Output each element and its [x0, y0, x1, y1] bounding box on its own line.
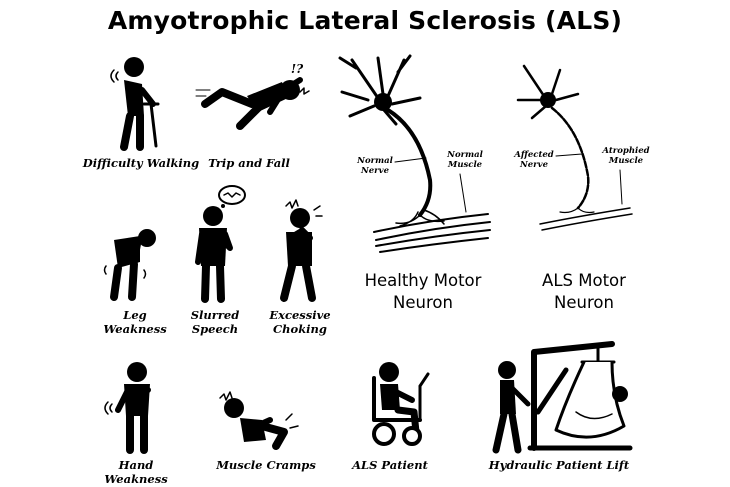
page-title: Amyotrophic Lateral Sclerosis (ALS) — [107, 6, 623, 35]
difficulty-walking-figure — [110, 57, 160, 151]
label-hand-weakness: Hand Weakness — [104, 458, 168, 486]
heading-healthy-line2: Neuron — [393, 293, 453, 312]
trip-and-fall-figure — [195, 77, 310, 130]
heading-healthy-line1: Healthy Motor — [364, 271, 482, 290]
label-excessive-choking: Excessive Choking — [262, 308, 338, 336]
als-motor-neuron-diagram — [516, 64, 633, 231]
label-normal-nerve-line2: Nerve — [360, 166, 389, 176]
label-atrophied-muscle-line1: Atrophied — [602, 146, 650, 156]
muscle-cramps-figure — [219, 391, 299, 450]
als-patient-wheelchair-figure — [372, 362, 430, 446]
label-leg-weakness: Leg Weakness — [100, 308, 170, 336]
label-slurred-speech-line1: Slurred — [190, 308, 240, 322]
label-normal-muscle-line1: Normal — [447, 150, 483, 160]
slurred-speech-figure — [195, 185, 246, 303]
heading-als-line1: ALS Motor — [542, 271, 626, 290]
label-excessive-choking-line1: Excessive — [269, 308, 331, 322]
label-affected-nerve: Affected Nerve — [510, 150, 558, 170]
label-atrophied-muscle-line2: Muscle — [608, 156, 644, 166]
label-hydraulic-patient-lift: Hydraulic Patient Lift — [488, 458, 630, 472]
hydraulic-lift-figure — [492, 341, 633, 454]
heading-healthy-motor-neuron: Healthy Motor Neuron — [352, 270, 494, 314]
label-leg-weakness-line1: Leg — [123, 308, 147, 322]
label-excessive-choking-line2: Choking — [273, 322, 327, 336]
label-normal-nerve-line1: Normal — [357, 156, 393, 166]
heading-als-line2: Neuron — [554, 293, 614, 312]
label-normal-muscle-line2: Muscle — [447, 160, 483, 170]
trip-exclamation: !? — [290, 62, 304, 76]
label-slurred-speech: Slurred Speech — [180, 308, 250, 336]
label-trip-and-fall: Trip and Fall — [208, 156, 290, 170]
label-als-patient: ALS Patient — [352, 458, 428, 472]
healthy-motor-neuron-diagram — [338, 54, 491, 253]
label-difficulty-walking: Difficulty Walking — [82, 156, 200, 170]
leg-weakness-figure — [103, 229, 156, 301]
heading-als-motor-neuron: ALS Motor Neuron — [524, 270, 644, 314]
hand-weakness-figure — [104, 362, 151, 454]
label-leg-weakness-line2: Weakness — [103, 322, 167, 336]
label-affected-nerve-line2: Nerve — [519, 160, 548, 170]
excessive-choking-figure — [280, 199, 323, 302]
label-normal-muscle: Normal Muscle — [440, 150, 490, 170]
label-slurred-speech-line2: Speech — [191, 322, 239, 336]
label-muscle-cramps: Muscle Cramps — [216, 458, 316, 472]
label-affected-nerve-line1: Affected — [514, 150, 554, 160]
label-normal-nerve: Normal Nerve — [352, 156, 398, 176]
label-atrophied-muscle: Atrophied Muscle — [598, 146, 654, 166]
